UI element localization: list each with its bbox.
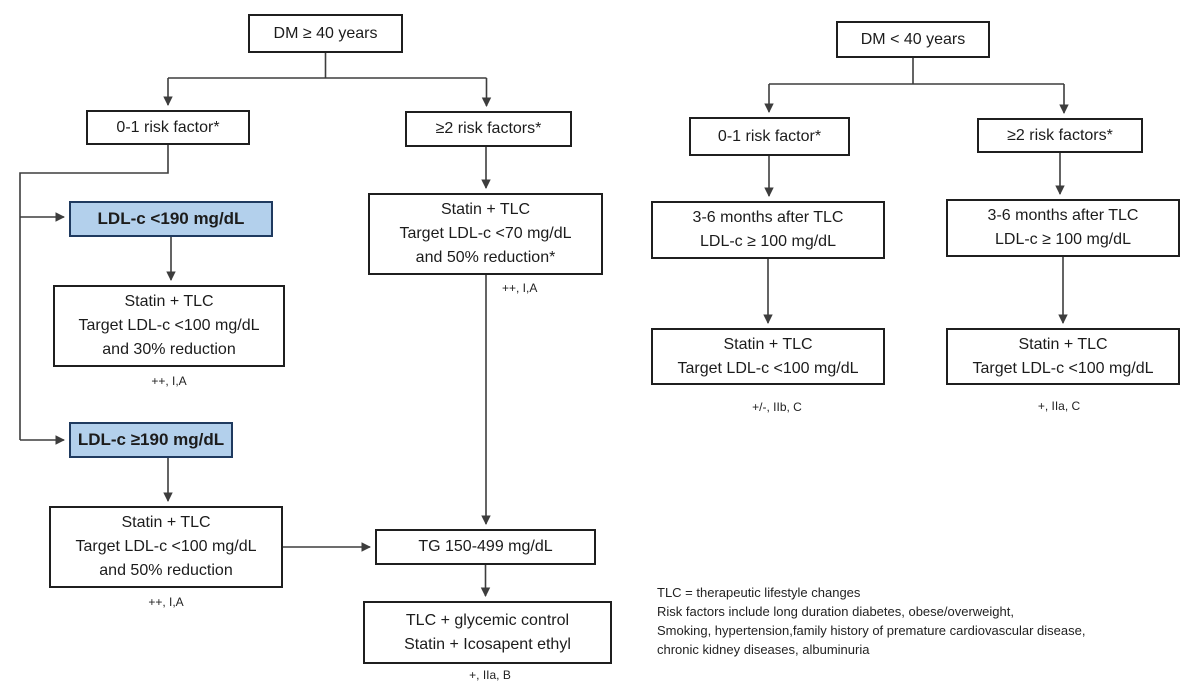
grade-label: ++, I,A <box>148 595 184 609</box>
statin-right-low-box: Statin + TLC Target LDL-c <100 mg/dL <box>651 328 885 385</box>
grade-label: +/-, IIb, C <box>752 400 802 414</box>
grade-label: +, IIa, C <box>1037 399 1081 413</box>
tg-box: TG 150-499 mg/dL <box>375 529 596 565</box>
footnote: TLC = therapeutic lifestyle changes Risk… <box>657 585 1086 657</box>
statin-50-box: Statin + TLC Target LDL-c <100 mg/dL and… <box>49 506 283 588</box>
statin-right-high-box: Statin + TLC Target LDL-c <100 mg/dL <box>946 328 1180 385</box>
statin-30-box: Statin + TLC Target LDL-c <100 mg/dL and… <box>53 285 285 367</box>
tlc-glycemic-box: TLC + glycemic control Statin + Icosapen… <box>363 601 612 664</box>
statin-70-box: Statin + TLC Target LDL-c <70 mg/dL and … <box>368 193 603 275</box>
connector-line <box>19 145 169 440</box>
risk-0-1-left-box: 0-1 risk factor* <box>86 110 250 145</box>
dm-ge40-box: DM ≥ 40 years <box>248 14 403 53</box>
months-tlc-left-box: 3-6 months after TLC LDL-c ≥ 100 mg/dL <box>651 201 885 259</box>
risk-0-1-right-box: 0-1 risk factor* <box>689 117 850 156</box>
grade-label: ++, I,A <box>502 281 538 295</box>
dm-lt40-box: DM < 40 years <box>836 21 990 58</box>
months-tlc-right-box: 3-6 months after TLC LDL-c ≥ 100 mg/dL <box>946 199 1180 257</box>
risk-ge2-right-box: ≥2 risk factors* <box>977 118 1143 153</box>
grade-label: +, IIa, B <box>469 668 511 682</box>
ldl-ge190-box: LDL-c ≥190 mg/dL <box>69 422 233 458</box>
ldl-lt190-box: LDL-c <190 mg/dL <box>69 201 273 237</box>
grade-label: ++, I,A <box>151 374 187 388</box>
risk-ge2-left-box: ≥2 risk factors* <box>405 111 572 147</box>
